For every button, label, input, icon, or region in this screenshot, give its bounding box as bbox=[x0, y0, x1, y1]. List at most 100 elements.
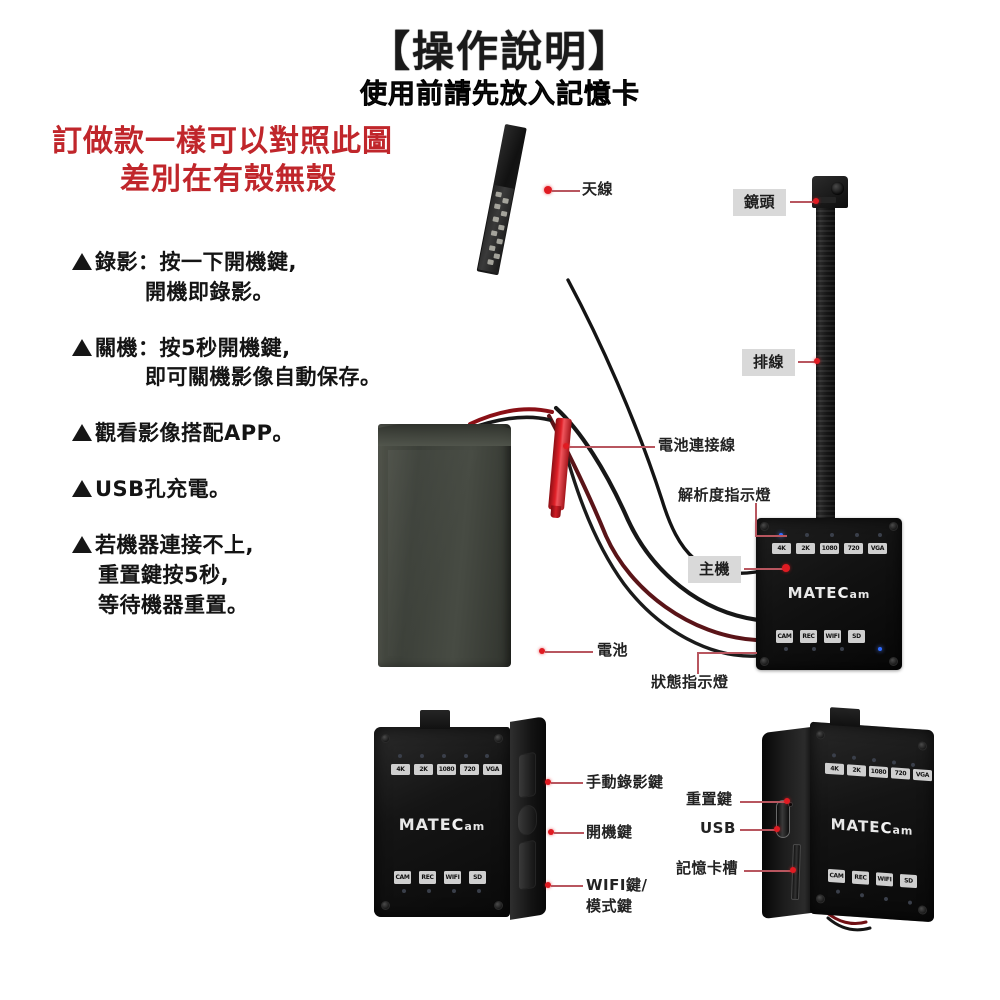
status-icon-camera: CAM bbox=[828, 868, 845, 884]
resolution-icon-vga: VGA bbox=[483, 764, 502, 775]
status-icon-record: REC bbox=[800, 630, 817, 643]
manual-record-button[interactable] bbox=[518, 751, 536, 799]
brand-c-icon: C bbox=[837, 584, 850, 602]
status-led-4 bbox=[477, 889, 481, 893]
status-led-3 bbox=[884, 896, 888, 902]
status-icon-record: REC bbox=[419, 871, 436, 884]
resolution-icon-4k: 4K bbox=[825, 762, 844, 776]
status-led-2 bbox=[860, 893, 864, 898]
callout-label-manual-record: 手動錄影鍵 bbox=[586, 773, 664, 791]
callout-dot-ribbon bbox=[814, 358, 820, 364]
callout-label-ribbon: 排線 bbox=[742, 349, 796, 377]
status-icon-sd: SD bbox=[848, 630, 865, 643]
harness-cable-extra bbox=[558, 428, 758, 658]
callout-label-lens: 鏡頭 bbox=[733, 189, 787, 217]
instruction-text: 錄影：按一下開機鍵, bbox=[95, 250, 297, 274]
resolution-led-2 bbox=[852, 755, 856, 760]
callout-label-wifi-button-2: 模式鍵 bbox=[586, 897, 633, 915]
callout-leader-main-unit bbox=[744, 568, 786, 570]
resolution-icon-row: 4K 2K 1080 720 VGA bbox=[825, 762, 932, 782]
main-unit-device: 4K 2K 1080 720 VGA MATECam CAM REC WIFI … bbox=[756, 518, 902, 670]
resolution-icon-720: 720 bbox=[891, 767, 910, 780]
status-led-4 bbox=[908, 900, 912, 905]
lens-tab-right bbox=[830, 707, 860, 728]
resolution-icon-vga: VGA bbox=[913, 768, 932, 782]
instruction-text: 觀看影像搭配APP。 bbox=[95, 421, 295, 446]
battery-pigtail-red bbox=[468, 407, 554, 426]
bullet-triangle-icon bbox=[72, 535, 92, 553]
brand-mate-text: MATE bbox=[787, 584, 838, 602]
unit-left-side-face bbox=[510, 716, 546, 920]
callout-leader-ribbon bbox=[798, 361, 816, 363]
callout-leader-power-button bbox=[554, 832, 584, 834]
callout-dot-power-button bbox=[548, 829, 554, 835]
lens-barrel-icon bbox=[831, 182, 844, 195]
wifi-mode-button[interactable] bbox=[518, 839, 536, 891]
ribbon-cable bbox=[816, 205, 835, 529]
status-icon-row: CAM REC WIFI SD bbox=[776, 630, 865, 643]
instruction-text: 關機：按5秒開機鍵, bbox=[95, 335, 291, 360]
callout-label-resolution-led: 解析度指示燈 bbox=[678, 486, 772, 504]
status-led-1 bbox=[402, 889, 406, 893]
resolution-led-4 bbox=[855, 533, 859, 537]
status-icon-sd: SD bbox=[469, 871, 486, 884]
cased-unit-left: 4K 2K 1080 720 VGA MATECam CAM REC WIFI … bbox=[374, 710, 546, 920]
status-led-3 bbox=[840, 647, 844, 651]
brand-am-text: am bbox=[892, 823, 914, 838]
instruction-item-reset: 若機器連接不上, 重置鍵按5秒, 等待機器重置。 bbox=[72, 531, 402, 620]
callout-leader-status-led-v bbox=[697, 652, 699, 674]
instruction-text: 若機器連接不上, bbox=[95, 532, 254, 557]
reset-button-hole[interactable] bbox=[788, 802, 793, 807]
resolution-icon-vga: VGA bbox=[868, 543, 887, 554]
callout-dot-reset-button bbox=[784, 798, 790, 804]
antenna-coax-cable bbox=[566, 278, 758, 575]
screw-icon bbox=[494, 734, 503, 743]
resolution-icon-720: 720 bbox=[460, 764, 479, 775]
instruction-item-usb-charge: USB孔充電。 bbox=[72, 475, 402, 505]
callout-leader-resolution-led-h bbox=[755, 535, 787, 537]
resolution-led-4 bbox=[464, 754, 468, 758]
brand-c-icon: C bbox=[451, 815, 465, 834]
callout-leader-sd-slot bbox=[744, 870, 792, 872]
instruction-item-power-off: 關機：按5秒開機鍵, 即可關機影像自動保存。 bbox=[72, 334, 402, 394]
status-led-blue bbox=[878, 647, 882, 651]
brand-am-text: am bbox=[849, 588, 871, 601]
resolution-led-5 bbox=[485, 754, 489, 758]
callout-dot-battery-wire bbox=[563, 443, 569, 449]
resolution-icon-1080: 1080 bbox=[820, 543, 839, 554]
screw-icon bbox=[494, 901, 503, 910]
screw-icon bbox=[760, 657, 769, 666]
instruction-text-cont: 重置鍵按5秒, bbox=[98, 562, 230, 587]
resolution-led-3 bbox=[872, 758, 876, 763]
callout-leader-status-led-h bbox=[697, 652, 757, 654]
red-note-line-1: 訂做款一樣可以對照此圖 bbox=[52, 124, 393, 159]
instruction-list: 錄影：按一下開機鍵, 開機即錄影。 關機：按5秒開機鍵, 即可關機影像自動保存。… bbox=[72, 248, 402, 640]
screw-icon bbox=[918, 741, 927, 751]
screw-icon bbox=[381, 901, 390, 910]
bullet-triangle-icon bbox=[72, 424, 92, 442]
screw-icon bbox=[918, 905, 927, 915]
screw-icon bbox=[889, 522, 898, 531]
resolution-led-4 bbox=[892, 760, 896, 765]
resolution-icon-2k: 2K bbox=[796, 543, 815, 554]
callout-dot-antenna bbox=[544, 186, 552, 194]
callout-leader-battery bbox=[545, 651, 593, 653]
screw-icon bbox=[889, 657, 898, 666]
status-led-2 bbox=[812, 647, 816, 651]
page-subtitle: 使用前請先放入記憶卡 bbox=[360, 79, 640, 111]
callout-dot-sd-slot bbox=[790, 867, 796, 873]
stray-wire-black bbox=[826, 916, 872, 932]
brand-am-text: am bbox=[464, 820, 486, 833]
lens-ic bbox=[819, 197, 836, 203]
status-icon-record: REC bbox=[852, 870, 869, 885]
resolution-led-2 bbox=[805, 533, 809, 537]
power-button[interactable] bbox=[517, 803, 537, 837]
screw-icon bbox=[816, 730, 825, 740]
battery-pack bbox=[378, 424, 511, 667]
callout-dot-lens bbox=[813, 198, 819, 204]
battery-connector bbox=[548, 417, 572, 519]
callout-label-status-led: 狀態指示燈 bbox=[651, 673, 729, 691]
cased-unit-right: 4K 2K 1080 720 VGA MATECam CAM REC WIFI … bbox=[810, 707, 934, 923]
status-icon-row: CAM REC WIFI SD bbox=[394, 871, 486, 884]
